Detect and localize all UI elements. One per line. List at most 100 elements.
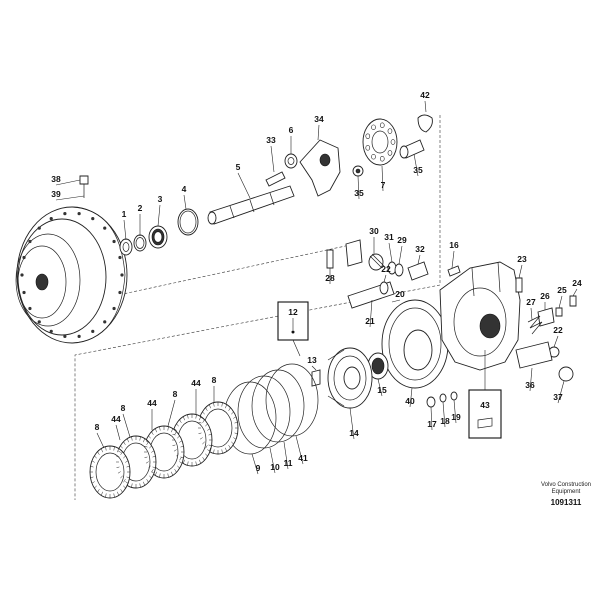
callout-label: 25 — [557, 285, 567, 295]
callout-label: 31 — [384, 232, 394, 242]
callout-label: 42 — [420, 90, 430, 100]
callout-label: 9 — [256, 463, 261, 473]
callout-27: 27 — [526, 297, 536, 321]
callout-44a: 44 — [111, 414, 121, 441]
callout-label: 10 — [270, 462, 280, 472]
callout-label: 44 — [147, 398, 157, 408]
callout-label: 2 — [138, 203, 143, 213]
brand-line-2: Equipment — [552, 489, 581, 495]
callout-42: 42 — [420, 90, 430, 113]
callout-label: 44 — [191, 378, 201, 388]
callout-37: 37 — [553, 380, 565, 404]
callout-label: 37 — [553, 392, 563, 402]
callout-8d: 8 — [212, 375, 217, 402]
callout-label: 24 — [572, 278, 582, 288]
callout-26: 26 — [540, 291, 550, 310]
callout-label: 35 — [354, 188, 364, 198]
callout-20: 20 — [391, 289, 405, 303]
callout-7: 7 — [381, 165, 386, 192]
callout-label: 27 — [526, 297, 536, 307]
callout-10: 10 — [269, 447, 280, 474]
callout-33: 33 — [266, 135, 276, 173]
callout-label: 1 — [122, 209, 127, 219]
callout-17: 17 — [427, 406, 437, 431]
callout-label: 6 — [289, 125, 294, 135]
callout-11: 11 — [284, 441, 293, 470]
callout-21: 21 — [365, 299, 375, 328]
callout-25: 25 — [557, 285, 567, 309]
callout-30: 30 — [369, 226, 379, 254]
callout-23: 23 — [517, 254, 527, 279]
kit-box-43-label: 43 — [480, 400, 490, 410]
callout-label: 34 — [314, 114, 324, 124]
callout-label: 29 — [397, 235, 407, 245]
seal-1 — [119, 238, 133, 256]
callout-label: 19 — [451, 412, 461, 422]
callout-label: 7 — [381, 180, 386, 190]
callout-label: 32 — [415, 244, 425, 254]
callout-35b: 35 — [413, 153, 423, 177]
callout-label: 23 — [517, 254, 527, 264]
doc-number: 1091311 — [551, 498, 582, 507]
callout-28: 28 — [325, 268, 335, 284]
callout-label: 17 — [427, 419, 437, 429]
callout-label: 33 — [266, 135, 276, 145]
callout-label: 39 — [51, 189, 61, 199]
kit-box-12: 12 — [277, 301, 309, 357]
callout-label: 22 — [553, 325, 563, 335]
callout-6: 6 — [289, 125, 294, 154]
callout-label: 41 — [298, 453, 308, 463]
callout-label: 40 — [405, 396, 415, 406]
callout-label: 14 — [349, 428, 359, 438]
callout-15: 15 — [377, 378, 387, 397]
assembly-boundary — [74, 115, 441, 500]
callout-label: 5 — [236, 162, 241, 172]
callout-label: 18 — [440, 416, 450, 426]
callout-8c: 8 — [167, 389, 178, 427]
brand-line-1: Volvo Construction — [541, 482, 591, 488]
callout-41: 41 — [295, 435, 308, 465]
kit-box-43: 43 — [468, 350, 502, 439]
shaft-assembly — [79, 114, 433, 256]
callout-8a: 8 — [95, 422, 105, 449]
callout-4: 4 — [182, 184, 187, 210]
callout-38: 38 — [51, 174, 81, 186]
callout-31: 31 — [384, 232, 394, 263]
callout-44b: 44 — [147, 398, 157, 430]
planetary-and-brake-assembly — [89, 347, 389, 499]
callout-label: 15 — [377, 385, 387, 395]
callout-34: 34 — [314, 114, 324, 141]
callout-1: 1 — [122, 209, 127, 241]
callout-label: 44 — [111, 414, 121, 424]
callout-label: 8 — [212, 375, 217, 385]
callout-18: 18 — [440, 401, 450, 428]
callout-24: 24 — [572, 278, 582, 297]
footer: Volvo Construction Equipment 1091311 — [541, 482, 591, 507]
callout-label: 16 — [449, 240, 459, 250]
callout-label: 38 — [51, 174, 61, 184]
callout-label: 21 — [365, 316, 375, 326]
callout-14: 14 — [349, 407, 359, 440]
callout-35a: 35 — [354, 175, 364, 200]
callout-label: 22 — [381, 264, 391, 274]
callout-22b: 22 — [553, 325, 563, 348]
callout-label: 3 — [158, 194, 163, 204]
kit-box-12-label: 12 — [288, 307, 298, 317]
callout-36: 36 — [525, 367, 535, 392]
callout-label: 13 — [307, 355, 317, 365]
callout-label: 28 — [325, 273, 335, 283]
callout-label: 26 — [540, 291, 550, 301]
callout-13: 13 — [307, 355, 317, 371]
callout-2: 2 — [138, 203, 143, 236]
callout-22a: 22 — [381, 264, 391, 283]
callout-label: 11 — [284, 458, 293, 468]
callout-3: 3 — [158, 194, 163, 227]
callout-label: 4 — [182, 184, 187, 194]
callout-5: 5 — [236, 162, 251, 199]
callout-label: 8 — [173, 389, 178, 399]
callout-label: 30 — [369, 226, 379, 236]
callout-40: 40 — [405, 387, 415, 408]
